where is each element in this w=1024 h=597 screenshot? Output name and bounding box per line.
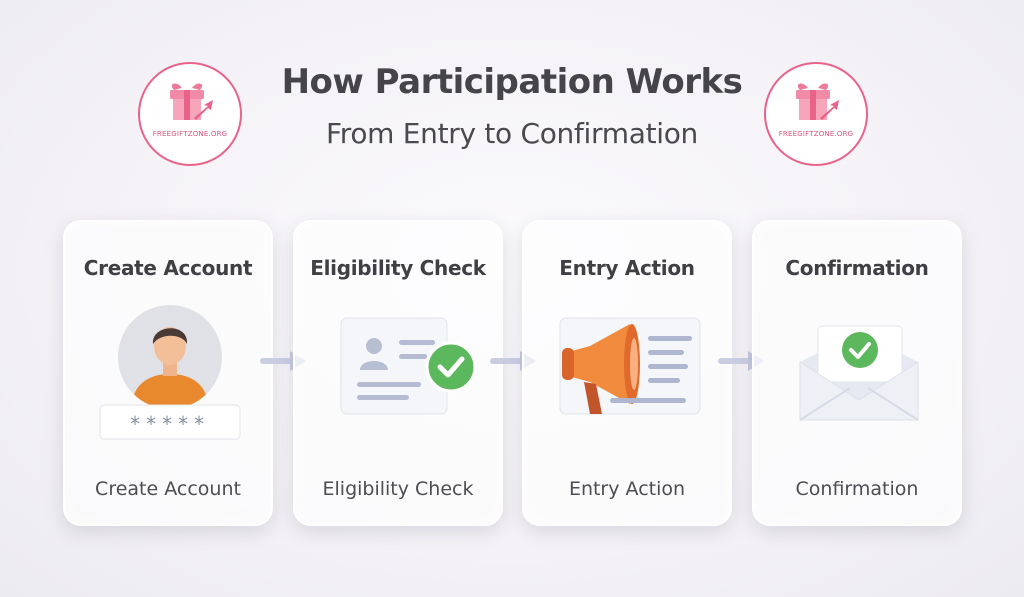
user-avatar-icon: ***** bbox=[99, 305, 241, 440]
megaphone-icon bbox=[559, 317, 701, 415]
brand-logo-right: FREEGIFTZONE.ORG bbox=[764, 62, 868, 166]
step-card-confirmation: Confirmation Confirmation bbox=[752, 220, 962, 526]
step-caption: Eligibility Check bbox=[322, 478, 474, 500]
step-card-create-account: Create Account ***** Create Account bbox=[63, 220, 273, 526]
page-title: How Participation Works bbox=[281, 62, 743, 102]
step-title: Confirmation bbox=[785, 256, 929, 280]
step-caption: Confirmation bbox=[795, 478, 919, 500]
step-caption: Create Account bbox=[95, 478, 241, 500]
password-mask: ***** bbox=[130, 412, 210, 436]
step-title: Entry Action bbox=[559, 256, 695, 280]
step-caption: Entry Action bbox=[568, 478, 686, 500]
brand-logo-text: FREEGIFTZONE.ORG bbox=[152, 130, 228, 138]
brand-logo-text: FREEGIFTZONE.ORG bbox=[778, 130, 854, 138]
envelope-check-icon bbox=[799, 325, 919, 421]
brand-logo-left: FREEGIFTZONE.ORG bbox=[138, 62, 242, 166]
step-card-entry-action: Entry Action Entry Action bbox=[522, 220, 732, 526]
id-card-check-icon bbox=[340, 317, 477, 415]
step-title: Create Account bbox=[83, 256, 253, 280]
step-card-eligibility-check: Eligibility Check Eligibility Check bbox=[293, 220, 503, 526]
gift-icon bbox=[170, 83, 213, 120]
gift-icon bbox=[796, 83, 839, 120]
page-subtitle: From Entry to Confirmation bbox=[325, 117, 699, 150]
step-title: Eligibility Check bbox=[310, 256, 486, 280]
